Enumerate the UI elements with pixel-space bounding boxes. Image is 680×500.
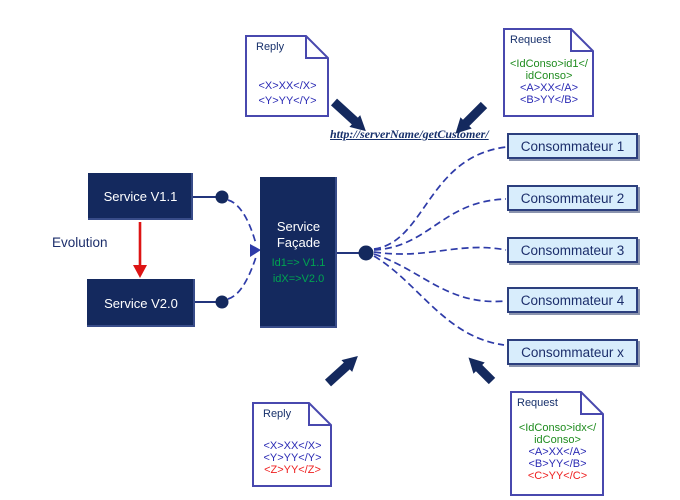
service-v20-box: Service V2.0 — [87, 279, 195, 327]
xml-line: idConso> — [534, 434, 581, 446]
request-bottom-arrow — [468, 357, 496, 385]
consumer-1-box: Consommateur 1 — [507, 133, 638, 159]
xml-line: idConso> — [525, 70, 573, 82]
dashed-to-consumer-x — [373, 255, 505, 346]
document-shape — [252, 402, 332, 487]
xml-line: <X>XX</X> — [263, 440, 322, 452]
service-v11-label: Service V1.1 — [103, 189, 178, 204]
consumer-2-label: Consommateur 2 — [520, 190, 625, 206]
xml-line: <B>YY</B> — [519, 94, 579, 106]
doc-xml-lines: <X>XX</X> <Y>YY</Y> <Z>YY</Z> — [252, 440, 333, 476]
request-top-arrow — [455, 101, 488, 134]
v20-to-facade-dashed — [227, 256, 257, 300]
xml-line: <Y>YY</Y> — [258, 95, 317, 107]
facade-junction-dot — [358, 245, 374, 261]
xml-line: <X>XX</X> — [258, 80, 317, 92]
xml-line: <C>YY</C> — [527, 470, 588, 482]
facade-mapping-1: Id1=> V1.1 — [271, 257, 326, 269]
facade-title-line1: Service — [276, 219, 321, 234]
consumer-2-box: Consommateur 2 — [507, 185, 638, 211]
consumer-4-label: Consommateur 4 — [520, 292, 625, 308]
dashed-to-consumer-4 — [373, 253, 507, 303]
doc-title: Request — [510, 34, 551, 46]
dashed-to-consumer-3 — [373, 246, 507, 255]
dashed-to-consumer-1 — [373, 146, 507, 250]
consumer-4-box: Consommateur 4 — [507, 287, 638, 313]
reply-bottom-arrow — [324, 355, 358, 387]
consumer-3-box: Consommateur 3 — [507, 237, 638, 263]
document-shape — [510, 391, 604, 496]
facade-mapping-2: idX=>V2.0 — [272, 273, 325, 285]
doc-title: Reply — [256, 41, 285, 53]
document-reply-bottom: Reply <X>XX</X> <Y>YY</Y> <Z>YY</Z> — [252, 402, 333, 488]
document-request-top: Request <IdConso>id1</ idConso> <A>XX</A… — [503, 28, 595, 118]
consumer-x-label: Consommateur x — [521, 344, 624, 360]
service-v11-box: Service V1.1 — [88, 173, 193, 220]
document-reply-top: Reply <X>XX</X> <Y>YY</Y> — [245, 35, 330, 118]
xml-line: <Z>YY</Z> — [264, 464, 321, 476]
document-shape — [245, 35, 329, 117]
reply-top-arrow — [330, 98, 366, 132]
xml-line: <A>XX</A> — [519, 82, 579, 94]
doc-title: Request — [517, 397, 558, 409]
doc-xml-lines: <X>XX</X> <Y>YY</Y> — [245, 79, 330, 109]
v11-junction-dot — [215, 190, 229, 204]
xml-line: <A>XX</A> — [528, 446, 587, 458]
xml-line: <IdConso>id1</ — [510, 58, 588, 70]
doc-title: Reply — [263, 408, 292, 420]
service-url-label: http://serverName/getCustomer/ — [330, 127, 489, 141]
service-v20-label: Service V2.0 — [104, 295, 178, 311]
document-request-bottom: Request <IdConso>idx</ idConso> <A>XX</A… — [510, 391, 605, 497]
dashed-to-consumer-2 — [373, 198, 507, 251]
consumer-1-label: Consommateur 1 — [520, 138, 625, 154]
facade-title-line2: Façade — [276, 235, 321, 250]
v20-junction-dot — [215, 295, 229, 309]
consumer-x-box: Consommateur x — [507, 339, 638, 365]
xml-line: <B>YY</B> — [528, 458, 587, 470]
xml-line: <IdConso>idx</ — [518, 422, 597, 434]
document-shape — [503, 28, 594, 117]
evolution-label: Evolution — [52, 235, 108, 250]
doc-xml-lines: <IdConso>idx</ idConso> <A>XX</A> <B>YY<… — [510, 422, 605, 482]
xml-line: <Y>YY</Y> — [263, 452, 322, 464]
service-facade-box: Service Façade Id1=> V1.1 idX=>V2.0 — [260, 177, 337, 328]
v11-to-facade-dashed — [227, 199, 257, 245]
consumer-3-label: Consommateur 3 — [520, 242, 625, 258]
doc-xml-lines: <IdConso>id1</ idConso> <A>XX</A> <B>YY<… — [503, 58, 595, 106]
facade-entry-arrowhead — [250, 244, 261, 257]
